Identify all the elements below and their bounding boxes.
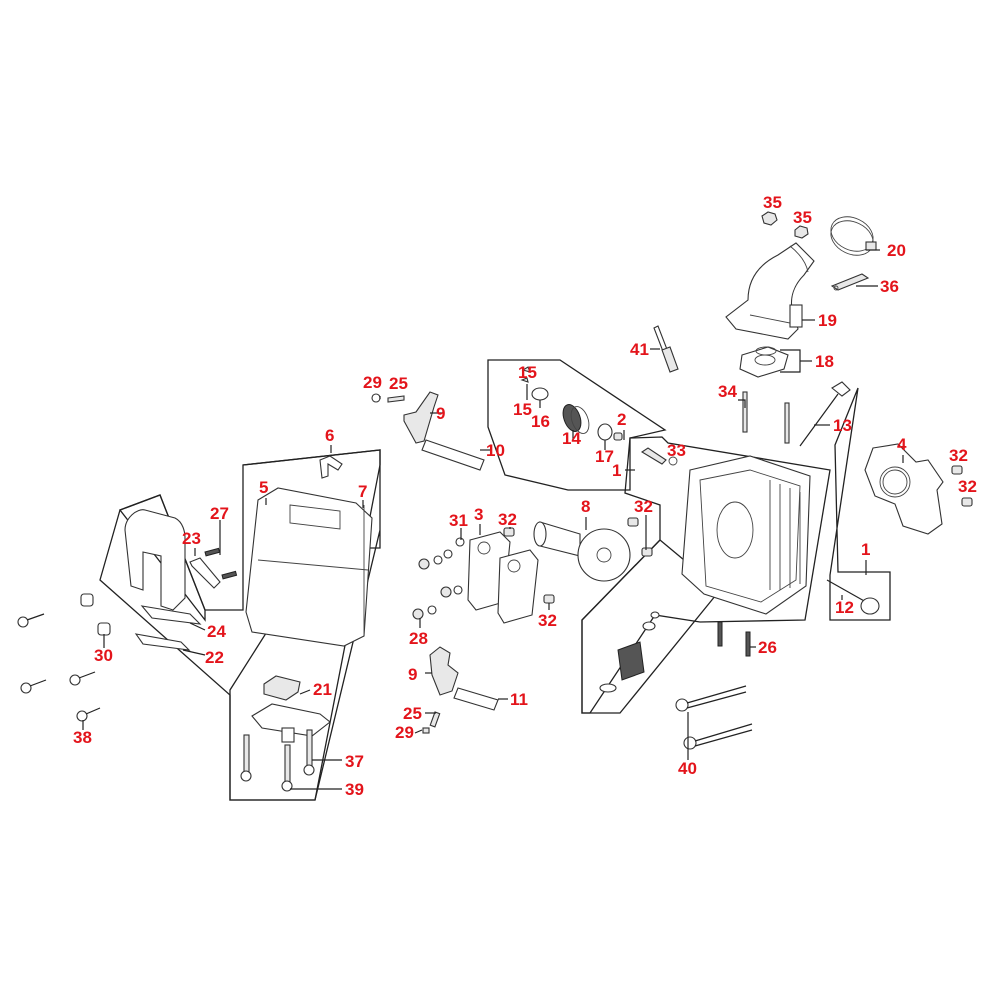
- stud-pair-part: [717, 621, 751, 657]
- hanger-bracket-part: [124, 509, 202, 651]
- leader-lines: [82, 249, 904, 790]
- nut-washer-part: [412, 537, 465, 620]
- insulator-part: [739, 346, 789, 378]
- callout-29: 29: [363, 373, 382, 392]
- callout-8: 8: [581, 497, 590, 516]
- rocker-shaft-lower-part: [453, 687, 499, 711]
- group-outline-head-cover-frame: [99, 449, 381, 801]
- callout-1: 1: [612, 461, 621, 480]
- callout-7: 7: [358, 482, 367, 501]
- group-outline-valves: [829, 387, 891, 621]
- lower-spring-part: [599, 611, 660, 693]
- callout-33: 33: [667, 441, 686, 460]
- callout-16: 16: [531, 412, 550, 431]
- callout-32: 32: [949, 446, 968, 465]
- callout-15: 15: [518, 363, 537, 382]
- hose-clamp-part: [830, 216, 877, 256]
- dowel-pin-mid-part: [503, 517, 653, 604]
- rocker-arm-lower-part: [422, 646, 459, 734]
- valve-spring-part: [562, 404, 590, 434]
- callout-31: 31: [449, 511, 468, 530]
- cap-nut-part: [761, 211, 809, 239]
- clamp-bracket-part: [830, 273, 870, 291]
- callout-11: 11: [510, 690, 528, 709]
- intake-manifold-part: [725, 242, 815, 340]
- spark-plug-part: [653, 325, 679, 373]
- callout-32: 32: [958, 477, 977, 496]
- callout-14: 14: [562, 429, 581, 448]
- stud-small-part: [204, 547, 238, 580]
- callout-6: 6: [325, 426, 334, 445]
- callout-9: 9: [436, 404, 445, 423]
- callout-9: 9: [408, 665, 417, 684]
- callout-18: 18: [815, 352, 834, 371]
- callout-29: 29: [395, 723, 414, 742]
- plate-part: [189, 557, 221, 589]
- dowel-pin-part: [951, 465, 973, 507]
- head-cover-part: [245, 487, 373, 647]
- callout-3: 3: [474, 505, 483, 524]
- breather-part: [319, 455, 343, 479]
- callout-12: 12: [835, 598, 854, 617]
- callout-23: 23: [182, 529, 201, 548]
- callout-2: 2: [617, 410, 626, 429]
- callout-41: 41: [630, 340, 649, 359]
- reed-cover-part: [251, 675, 331, 743]
- callout-32: 32: [498, 510, 517, 529]
- callout-13: 13: [833, 416, 852, 435]
- callout-4: 4: [897, 435, 907, 454]
- callout-32: 32: [634, 497, 653, 516]
- callout-35: 35: [763, 193, 782, 212]
- callout-21: 21: [313, 680, 332, 699]
- callout-20: 20: [887, 241, 906, 260]
- callout-27: 27: [210, 504, 229, 523]
- sensor-part: [640, 447, 678, 466]
- camshaft-holder-part: [467, 531, 539, 624]
- long-bolt-part: [675, 685, 753, 750]
- group-outline-valve-train: [487, 359, 667, 491]
- callout-19: 19: [818, 311, 837, 330]
- callout-26: 26: [758, 638, 777, 657]
- head-gasket-part: [864, 443, 944, 535]
- callout-5: 5: [259, 478, 268, 497]
- callout-40: 40: [678, 759, 697, 778]
- callout-10: 10: [486, 441, 505, 460]
- callout-37: 37: [345, 752, 364, 771]
- callout-15: 15: [513, 400, 532, 419]
- callout-28: 28: [409, 629, 428, 648]
- callout-1: 1: [861, 540, 870, 559]
- callout-34: 34: [718, 382, 737, 401]
- callout-25: 25: [389, 374, 408, 393]
- callout-25: 25: [403, 704, 422, 723]
- callout-24: 24: [207, 622, 226, 641]
- callout-35: 35: [793, 208, 812, 227]
- callout-22: 22: [205, 648, 224, 667]
- callout-labels: 35 35 20 36 19 18 41 34 13 4 32 32 1 12 …: [73, 193, 977, 799]
- cylinder-head-part: [681, 455, 811, 615]
- stud-bolt-part: [742, 391, 790, 444]
- callout-38: 38: [73, 728, 92, 747]
- intake-valve-part: [799, 381, 851, 447]
- callout-36: 36: [880, 277, 899, 296]
- callout-32: 32: [538, 611, 557, 630]
- callout-39: 39: [345, 780, 364, 799]
- rocker-arm-upper-part: [371, 391, 439, 444]
- camshaft-part: [533, 521, 631, 582]
- exhaust-valve-part: [826, 579, 880, 615]
- callout-30: 30: [94, 646, 113, 665]
- cover-bolts-part: [240, 729, 315, 792]
- bolt-set-part: [17, 593, 111, 722]
- callout-17: 17: [595, 447, 614, 466]
- rocker-shaft-upper-part: [421, 439, 485, 471]
